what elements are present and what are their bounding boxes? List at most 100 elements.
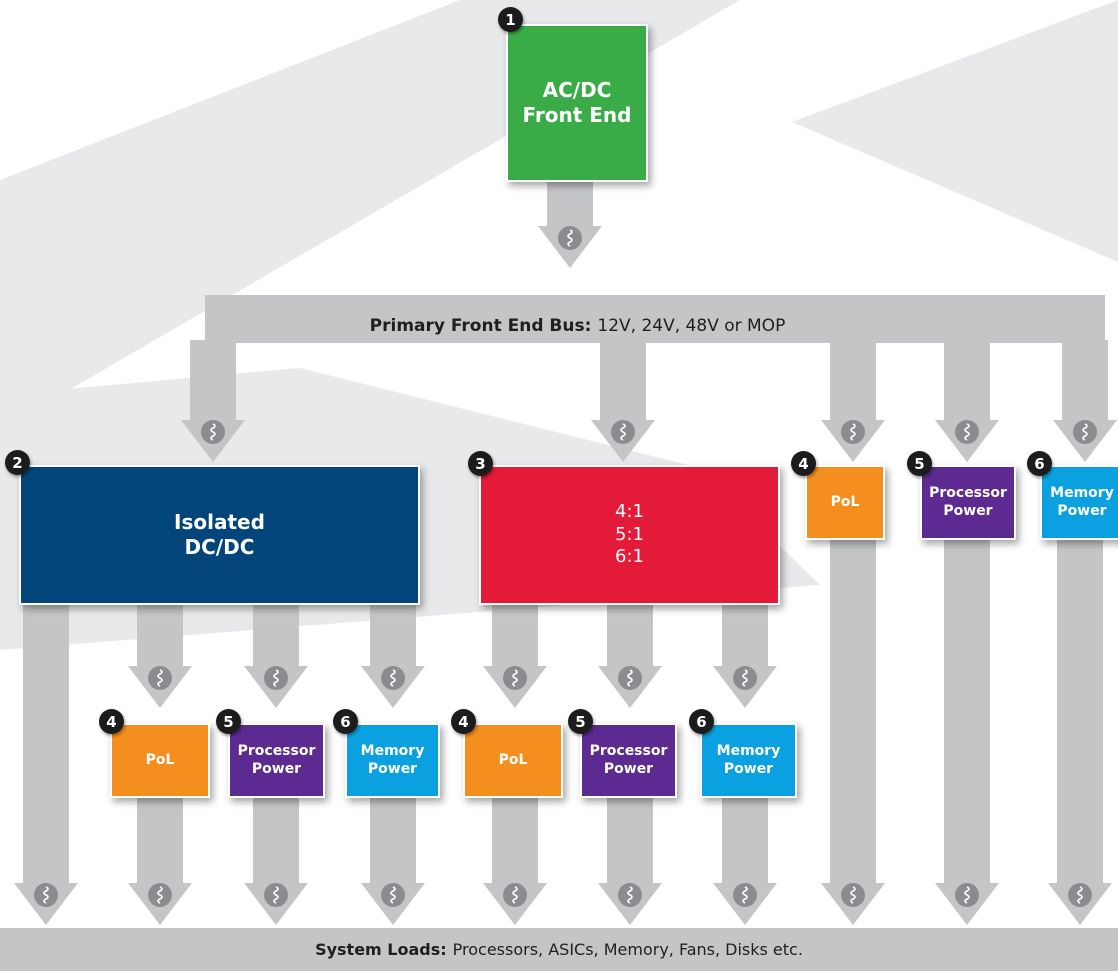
ratio-processor-line-1: Processor: [589, 743, 668, 759]
converter-symbol-icon: [1073, 420, 1097, 444]
badge-6-isolated: 6: [333, 709, 358, 734]
front-end-output-arrow: [538, 182, 602, 268]
badge-5-ratio: 5: [568, 709, 593, 734]
primary-bus-title: Primary Front End Bus:: [369, 316, 592, 336]
ratio-memory-line-1: Memory: [716, 743, 781, 759]
converter-symbol-icon: [201, 420, 225, 444]
direct-pol-block: PoL: [805, 465, 885, 540]
badge-4-direct: 4: [791, 451, 816, 476]
isolated-processor-power-block: Processor Power: [228, 723, 325, 798]
ratio-4-1: 4:1: [615, 501, 644, 523]
primary-front-end-bus-label: Primary Front End Bus: 12V, 24V, 48V or …: [205, 312, 950, 340]
isolated-line-1: Isolated: [174, 510, 265, 534]
watermark-triangle-right: [792, 0, 1118, 262]
ratio-to-memory-arrow: [713, 605, 777, 708]
ratio-to-pol-arrow: [483, 605, 547, 708]
converter-symbol-icon: [264, 666, 288, 690]
primary-bus-bar: [205, 295, 1105, 343]
converter-symbol-icon: [381, 883, 405, 907]
drop-to-direct-pol: [821, 340, 885, 462]
drop-to-direct-memory: [1053, 340, 1117, 462]
direct-processor-power-block: Processor Power: [920, 465, 1016, 540]
direct-memory-power-block: Memory Power: [1040, 465, 1118, 540]
badge-4-isolated: 4: [99, 709, 124, 734]
ratio-memory-power-block: Memory Power: [700, 723, 797, 798]
ratio-5-1: 5:1: [615, 523, 644, 545]
drop-to-direct-processor: [935, 340, 999, 462]
converter-symbol-icon: [503, 883, 527, 907]
drop-to-ratio: [591, 340, 655, 462]
converter-symbol-icon: [618, 883, 642, 907]
module-load-arrow-2: [361, 798, 425, 925]
drop-to-isolated: [181, 340, 245, 462]
isolated-to-processor-arrow: [244, 605, 308, 708]
isolated-memory-line-2: Power: [367, 760, 418, 777]
converter-symbol-icon: [841, 420, 865, 444]
ac-dc-front-end-block: AC/DC Front End: [506, 24, 648, 182]
ratio-pol-label: PoL: [498, 751, 528, 768]
primary-bus-voltages: 12V, 24V, 48V or MOP: [597, 316, 786, 336]
front-end-line-2: Front End: [522, 103, 632, 127]
system-loads-bar: [0, 928, 1118, 971]
ratio-processor-power-block: Processor Power: [580, 723, 677, 798]
system-loads-title: System Loads:: [315, 940, 447, 959]
direct-memory-line-1: Memory: [1050, 485, 1114, 501]
badge-6-direct: 6: [1027, 451, 1052, 476]
direct-pol-label: PoL: [830, 493, 860, 510]
converter-symbol-icon: [148, 666, 172, 690]
converter-symbol-icon: [381, 666, 405, 690]
ratio-to-processor-arrow: [598, 605, 662, 708]
badge-4-ratio: 4: [451, 709, 476, 734]
isolated-processor-line-1: Processor: [237, 743, 316, 759]
direct-memory-load-arrow: [1048, 540, 1112, 925]
converter-symbol-icon: [955, 883, 979, 907]
ratio-memory-line-2: Power: [723, 760, 774, 777]
system-loads-list: Processors, ASICs, Memory, Fans, Disks e…: [452, 940, 803, 959]
isolated-memory-power-block: Memory Power: [345, 723, 440, 798]
direct-pol-load-arrow: [821, 540, 885, 925]
converter-symbol-icon: [733, 666, 757, 690]
isolated-direct-load-arrow: [14, 605, 78, 925]
converter-symbol-icon: [618, 666, 642, 690]
direct-memory-line-2: Power: [1057, 502, 1107, 519]
converter-symbol-icon: [611, 420, 635, 444]
isolated-pol-block: PoL: [110, 723, 210, 798]
isolated-to-memory-arrow: [361, 605, 425, 708]
converter-symbol-icon: [148, 883, 172, 907]
badge-5-direct: 5: [907, 451, 932, 476]
isolated-processor-line-2: Power: [251, 760, 302, 777]
direct-processor-load-arrow: [935, 540, 999, 925]
isolated-line-2: DC/DC: [184, 535, 255, 559]
converter-symbol-icon: [264, 883, 288, 907]
converter-symbol-icon: [558, 226, 582, 250]
badge-6-ratio: 6: [689, 709, 714, 734]
ratio-processor-line-2: Power: [603, 760, 654, 777]
system-loads-label: System Loads: Processors, ASICs, Memory,…: [0, 928, 1118, 971]
converter-symbol-icon: [1068, 883, 1092, 907]
badge-2: 2: [5, 450, 30, 475]
module-load-arrow-0: [128, 798, 192, 925]
isolated-memory-line-1: Memory: [360, 743, 425, 759]
direct-processor-line-1: Processor: [929, 485, 1007, 501]
converter-symbol-icon: [34, 883, 58, 907]
isolated-dc-dc-block: Isolated DC/DC: [19, 465, 420, 605]
converter-symbol-icon: [503, 666, 527, 690]
badge-5-isolated: 5: [216, 709, 241, 734]
converter-symbol-icon: [841, 883, 865, 907]
module-load-arrow-4: [598, 798, 662, 925]
isolated-pol-label: PoL: [145, 751, 175, 768]
module-load-arrow-5: [713, 798, 777, 925]
ratio-6-1: 6:1: [615, 546, 644, 568]
ratio-pol-block: PoL: [463, 723, 563, 798]
badge-3: 3: [468, 451, 493, 476]
front-end-line-1: AC/DC: [542, 78, 612, 102]
converter-symbol-icon: [733, 883, 757, 907]
converter-symbol-icon: [955, 420, 979, 444]
isolated-to-pol-arrow: [128, 605, 192, 708]
ratio-converter-block: 4:1 5:1 6:1: [479, 465, 780, 605]
badge-1: 1: [498, 7, 523, 32]
direct-processor-line-2: Power: [943, 502, 993, 519]
module-load-arrow-3: [483, 798, 547, 925]
module-load-arrow-1: [244, 798, 308, 925]
